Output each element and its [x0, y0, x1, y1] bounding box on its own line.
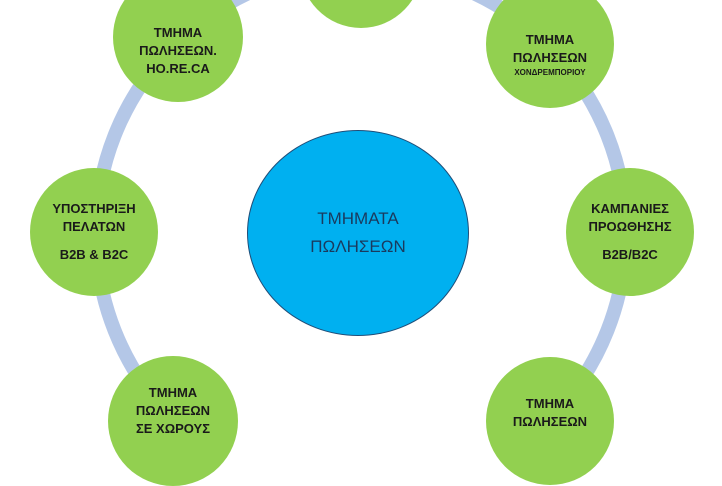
node-horeca: ΤΜΗΜΑ ΠΩΛΗΣΕΩΝ. HO.RE.CA — [113, 0, 243, 102]
node-spaces-line1: ΤΜΗΜΑ — [148, 385, 198, 400]
node-spaces: ΤΜΗΜΑ ΠΩΛΗΣΕΩΝ ΣΕ ΧΩΡΟΥΣ — [108, 356, 238, 486]
node-customer-support: ΥΠΟΣΤΗΡΙΞΗ ΠΕΛΑΤΩΝ B2B & B2C — [30, 168, 158, 296]
node-support-line2: ΠΕΛΑΤΩΝ — [62, 219, 126, 234]
node-wholesale-line2: ΠΩΛΗΣΕΩΝ — [512, 49, 588, 65]
node-horeca-line1: ΤΜΗΜΑ — [153, 25, 203, 40]
node-support-line1: ΥΠΟΣΤΗΡΙΞΗ — [52, 201, 136, 216]
node-bottom-right-line1: ΤΜΗΜΑ — [525, 396, 575, 411]
node-promotion-line3: B2B/B2C — [602, 247, 658, 262]
node-wholesale-line1: ΤΜΗΜΑ — [525, 31, 575, 47]
node-support-line3: B2B & B2C — [59, 247, 129, 262]
node-spaces-line2: ΠΩΛΗΣΕΩΝ — [135, 403, 211, 418]
node-wholesale: ΤΜΗΜΑ ΠΩΛΗΣΕΩΝ ΧΟΝΔΡΕΜΠΟΡΙΟΥ — [486, 0, 614, 108]
center-line2: ΠΩΛΗΣΕΩΝ — [310, 237, 406, 256]
node-promotion-campaigns: ΚΑΜΠΑΝΙΕΣ ΠΡΟΩΘΗΣΗΣ B2B/B2C — [566, 168, 694, 296]
node-horeca-line3: HO.RE.CA — [146, 61, 210, 76]
node-bottom-right-line2: ΠΩΛΗΣΕΩΝ — [512, 414, 588, 429]
center-line1: ΤΜΗΜΑΤΑ — [317, 209, 399, 228]
node-horeca-line2: ΠΩΛΗΣΕΩΝ. — [139, 43, 217, 58]
node-promotion-line1: ΚΑΜΠΑΝΙΕΣ — [591, 201, 669, 216]
node-promotion-line2: ΠΡΟΩΘΗΣΗΣ — [588, 219, 672, 234]
node-wholesale-sub: ΧΟΝΔΡΕΜΠΟΡΙΟΥ — [514, 67, 586, 77]
node-spaces-line3: ΣΕ ΧΩΡΟΥΣ — [135, 421, 211, 436]
node-bottom-right: ΤΜΗΜΑ ΠΩΛΗΣΕΩΝ — [486, 357, 614, 485]
center-node: ΤΜΗΜΑΤΑ ΠΩΛΗΣΕΩΝ — [247, 130, 469, 336]
